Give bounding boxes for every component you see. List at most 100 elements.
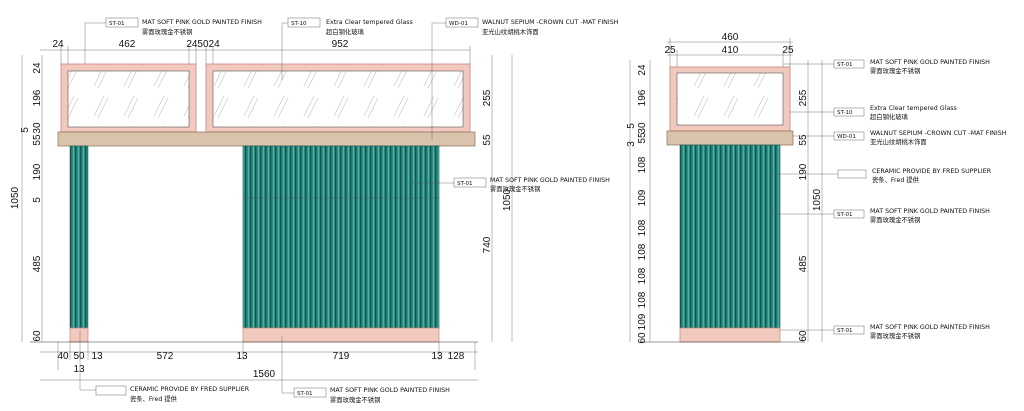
front-bottom-dim-1: 50 <box>73 351 85 362</box>
front-left-leg-base <box>69 327 89 343</box>
side-left-dim-12: 108 <box>637 243 648 260</box>
side-top-dim-2: 25 <box>782 45 794 56</box>
side-callout-wd01-en: WALNUT SEPIUM -CROWN CUT -MAT FINISH <box>870 130 1007 137</box>
side-right-dim-1: 55 <box>798 134 809 146</box>
front-bottom-dim-3: 572 <box>157 351 174 362</box>
callout-st01-top-en: MAT SOFT PINK GOLD PAINTED FINISH <box>142 19 262 26</box>
callout-wd01-cn: 亚光山纹胡桃木饰面 <box>482 27 539 36</box>
side-callout-st01-mid-en: MAT SOFT PINK GOLD PAINTED FINISH <box>870 208 990 215</box>
side-right-dimensions: 255 55 190 485 60 1050 <box>798 60 823 342</box>
front-right-dim-1: 55 <box>482 134 493 146</box>
side-left-dim-14: 108 <box>637 267 648 284</box>
front-elevation <box>30 63 478 343</box>
callout-st10-code: ST-10 <box>291 21 307 27</box>
front-bottom-dim-5: 719 <box>333 351 350 362</box>
front-right-dimensions: 255 55 740 1050 <box>482 55 513 342</box>
side-right-dim-0: 255 <box>798 89 809 106</box>
front-bottom-dim-4: 13 <box>236 351 248 362</box>
side-left-dim-5: 30 <box>637 122 648 134</box>
front-bottom-dim-7: 128 <box>448 351 465 362</box>
side-left-dim-8: 109 <box>637 189 648 206</box>
front-left-overall: 1050 <box>10 186 21 209</box>
callout-st01-mid-code: ST-01 <box>457 181 473 187</box>
side-callout-st01-bottom-en: MAT SOFT PINK GOLD PAINTED FINISH <box>870 324 990 331</box>
side-callout-st10-cn: 超白钢化玻璃 <box>870 112 908 121</box>
side-right-overall: 1050 <box>812 188 823 211</box>
front-top-dim-1: 462 <box>119 39 136 50</box>
front-left-dim-6: 5 <box>32 197 43 203</box>
side-left-dim-0: 24 <box>637 64 648 76</box>
front-bottom-dim-extra: 13 <box>73 364 85 375</box>
front-left-dim-3: 55 <box>32 134 43 146</box>
side-vitrine-glass <box>676 72 784 126</box>
side-callout-st01-mid-cn: 雾面玫瑰金不锈钢 <box>870 215 920 224</box>
front-left-dim-2: 5 <box>20 127 31 133</box>
callout-st10-en: Extra Clear tempered Glass <box>326 19 413 26</box>
callout-st01-mid-cn: 雾面玫瑰金不锈钢 <box>490 184 540 193</box>
front-left-dim-5: 190 <box>32 163 43 180</box>
front-bottom-dim-2: 13 <box>91 351 103 362</box>
side-callout-wd01-cn: 亚光山纹胡桃木饰面 <box>870 137 927 146</box>
callout-st01-bottom-en: MAT SOFT PINK GOLD PAINTED FINISH <box>330 387 450 394</box>
front-bottom-dimensions: 40 50 13 572 13 719 13 128 13 1560 <box>40 342 478 381</box>
side-callout-st01-mid-code: ST-01 <box>837 212 853 218</box>
front-right-dim-0: 255 <box>482 89 493 106</box>
callout-st10-cn: 超白钢化玻璃 <box>326 27 364 36</box>
front-overall-width: 1560 <box>253 369 276 380</box>
side-right-dim-3: 485 <box>798 255 809 272</box>
side-left-dim-1: 196 <box>637 89 648 106</box>
side-cabinet-base <box>679 327 781 343</box>
side-left-dim-2: 5 <box>626 123 637 129</box>
side-right-dim-4: 60 <box>798 330 809 342</box>
front-callouts: ST-01 MAT SOFT PINK GOLD PAINTED FINISH … <box>79 17 619 404</box>
side-callout-ceramic-en: CERAMIC PROVIDE BY FRED SUPPLIER <box>872 168 992 175</box>
front-left-dim-1: 196 <box>32 89 43 106</box>
callout-st01-bottom-code: ST-01 <box>297 391 313 397</box>
front-left-dim-7: 485 <box>32 255 43 272</box>
front-ceramic-cabinet <box>242 145 440 329</box>
side-left-dim-21: 60 <box>637 332 648 344</box>
side-left-dim-18: 109 <box>637 313 648 330</box>
callout-st01-bottom-cn: 雾面玫瑰金不锈钢 <box>330 395 380 404</box>
side-top-overall: 460 <box>722 32 739 43</box>
callout-st01-mid-en: MAT SOFT PINK GOLD PAINTED FINISH <box>490 177 610 184</box>
front-cabinet-base <box>242 327 440 343</box>
side-callout-st01-top-en: MAT SOFT PINK GOLD PAINTED FINISH <box>870 59 990 66</box>
side-callout-st01-bottom-code: ST-01 <box>837 328 853 334</box>
side-left-dim-3: 3 <box>626 141 637 147</box>
side-callout-st10-en: Extra Clear tempered Glass <box>870 105 957 112</box>
callout-wd01-code: WD-01 <box>449 21 468 27</box>
side-top-dim-0: 25 <box>664 45 676 56</box>
side-left-dim-6: 108 <box>637 156 648 173</box>
side-callout-wd01-code: WD-01 <box>837 134 856 140</box>
front-left-dim-8: 60 <box>32 330 43 342</box>
front-right-overall: 1050 <box>502 188 513 211</box>
front-top-dim-0: 24 <box>52 39 64 50</box>
front-right-dim-2: 740 <box>482 236 493 253</box>
front-bottom-dim-6: 13 <box>431 351 443 362</box>
side-callout-st01-bottom-cn: 雾面玫瑰金不锈钢 <box>870 331 920 340</box>
side-callouts: ST-01 MAT SOFT PINK GOLD PAINTED FINISH … <box>769 59 1007 340</box>
front-top-dimensions: 24 462 245024 952 <box>40 39 471 64</box>
side-left-dim-10: 108 <box>637 219 648 236</box>
side-top-dimensions: 460 25 410 25 <box>664 32 794 67</box>
side-left-dim-16: 108 <box>637 291 648 308</box>
front-left-dim-0: 24 <box>32 62 43 74</box>
front-left-dimensions: 1050 24 196 5 55 30 190 5 485 60 <box>10 55 43 342</box>
side-callout-st10-code: ST-10 <box>837 110 853 116</box>
side-walnut-counter <box>666 130 794 146</box>
side-left-dim-4: 55 <box>637 132 648 144</box>
callout-st01-top-cn: 雾面玫瑰金不锈钢 <box>142 27 192 36</box>
side-elevation <box>640 66 805 343</box>
front-left-dim-4: 30 <box>32 122 43 134</box>
side-right-dim-2: 190 <box>798 163 809 180</box>
front-top-dim-joined: 245024 <box>186 39 220 50</box>
callout-ceramic-left-cn: 瓷条、Fred 提供 <box>130 394 178 403</box>
side-callout-st01-top-cn: 雾面玫瑰金不锈钢 <box>870 66 920 75</box>
side-left-dimensions: 24 196 5 3 55 30 108 109 108 108 108 108… <box>626 60 651 344</box>
front-left-ceramic-leg <box>69 145 89 329</box>
side-callout-st01-top-code: ST-01 <box>837 62 853 68</box>
front-walnut-counter <box>57 131 476 147</box>
front-bottom-dim-0: 40 <box>57 351 69 362</box>
